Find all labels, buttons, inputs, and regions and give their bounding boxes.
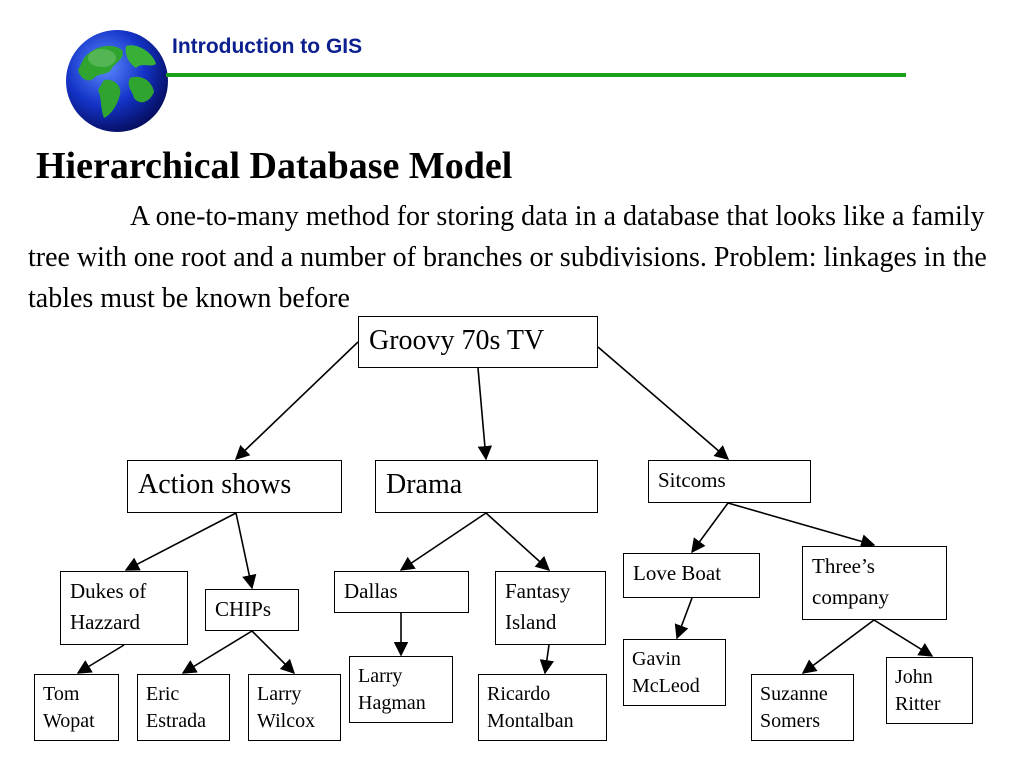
node-action-shows: Action shows [127,460,342,513]
edge-root-drama [477,367,493,461]
node-john-line2: Ritter [895,693,941,715]
node-fantasy-line2: Island [505,610,557,634]
node-ricardo-line2: Montalban [487,710,574,732]
node-dukes-line2: Hazzard [70,610,140,634]
node-eric-line2: Estrada [146,710,206,732]
edge-sitcoms-loveboat [691,502,729,554]
node-larryw-line1: Larry [257,683,302,705]
node-larryh-line2: Hagman [358,692,426,714]
node-root-label: Groovy 70s TV [369,325,545,356]
node-action-shows-label: Action shows [138,469,292,500]
node-gavin-line2: McLeod [632,675,700,697]
node-larryh-line1: Larry [358,665,403,687]
slide-title: Hierarchical Database Model [36,145,513,187]
node-tom-line1: Tom [43,683,80,705]
header-divider [166,73,906,77]
node-dallas: Dallas [334,571,469,613]
node-suzanne-somers: Suzanne Somers [751,674,854,741]
node-tom-wopat: Tom Wopat [34,674,119,741]
node-chips: CHIPs [205,589,299,631]
node-eric-estrada: Eric Estrada [137,674,230,741]
node-sitcoms: Sitcoms [648,460,811,503]
edge-threes-john [873,619,934,657]
edge-chips-larryw [251,630,296,675]
node-dukes-line1: Dukes of [70,579,147,603]
edge-threes-suzanne [801,619,875,674]
slide-description: A one-to-many method for storing data in… [28,201,987,314]
node-dukes-of-hazzard: Dukes of Hazzard [60,571,188,645]
node-dallas-label: Dallas [344,579,398,603]
edge-action-dukes [124,512,237,571]
edge-loveboat-gavin [674,597,693,640]
globe-icon [66,30,168,132]
node-threes-company: Three’s company [802,546,947,620]
edge-root-action [234,341,359,460]
edge-root-sitcoms [597,346,730,460]
node-larry-hagman: Larry Hagman [349,656,453,723]
header-title: Introduction to GIS [172,35,363,58]
edge-chips-eric [181,630,253,674]
node-eric-line1: Eric [146,683,180,705]
node-threes-line1: Three’s [812,554,875,578]
node-fantasy-line1: Fantasy [505,579,571,603]
edge-drama-dallas [399,512,487,571]
node-larryw-line2: Wilcox [257,710,316,732]
node-john-line1: John [895,666,933,688]
node-love-boat: Love Boat [623,553,760,598]
node-threes-line2: company [812,585,889,609]
node-gavin-line1: Gavin [632,648,681,670]
node-sitcoms-label: Sitcoms [658,468,726,492]
node-gavin-mcleod: Gavin McLeod [623,639,726,706]
node-root: Groovy 70s TV [358,316,598,368]
node-drama: Drama [375,460,598,513]
node-love-boat-label: Love Boat [633,561,722,585]
node-ricardo-montalban: Ricardo Montalban [478,674,607,741]
node-drama-label: Drama [386,469,463,500]
node-chips-label: CHIPs [215,597,272,621]
node-tom-line2: Wopat [43,710,95,732]
edge-dukes-tom [76,644,125,674]
edge-fantasy-ricardo [539,644,554,675]
node-fantasy-island: Fantasy Island [495,571,606,645]
edge-sitcoms-threes [727,502,876,549]
node-suzanne-line1: Suzanne [760,683,828,705]
node-suzanne-line2: Somers [760,710,820,732]
node-john-ritter: John Ritter [886,657,973,724]
edge-drama-fantasy [485,512,551,571]
edge-action-chips [235,512,257,590]
node-ricardo-line1: Ricardo [487,683,551,705]
node-larry-wilcox: Larry Wilcox [248,674,341,741]
